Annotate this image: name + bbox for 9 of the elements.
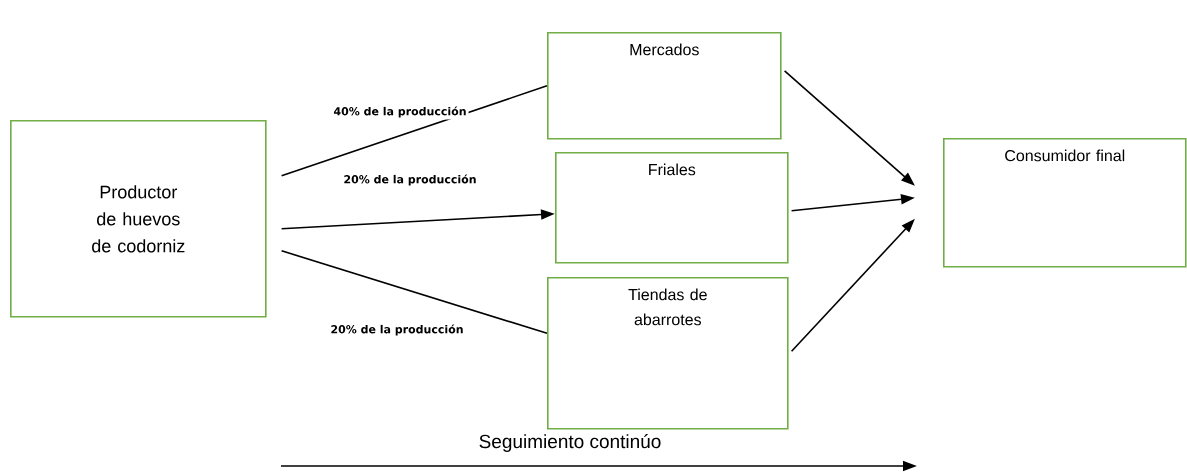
process-box: Mercados [547,32,782,140]
edge-label: 20% de la producción [341,172,479,188]
edge-label: 20% de la producción [328,322,466,338]
process-box: Friales [555,152,789,264]
process-box: Productor de huevos de codorniz [10,120,267,318]
note-text: Seguimiento continúo [479,434,661,452]
edge-label: 40% de la producción [331,104,469,120]
process-box: Tiendas de abarrotes [547,277,789,430]
process-box: Consumidor final [943,138,1187,268]
